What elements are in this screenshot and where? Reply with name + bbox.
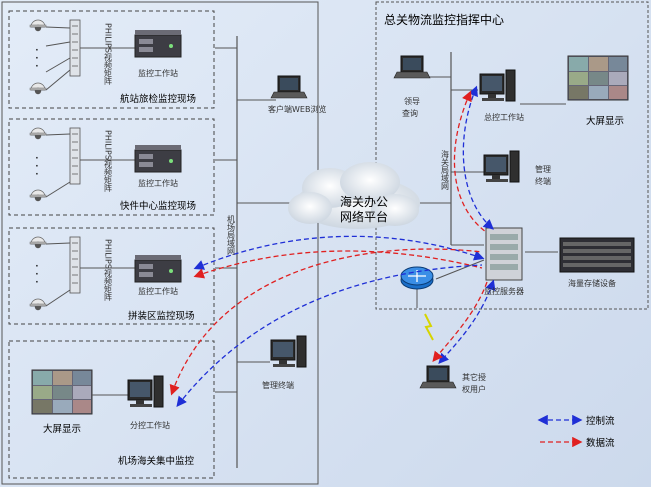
airport-lan-label: 机场局域网 bbox=[227, 214, 236, 256]
big-screen-right bbox=[567, 55, 629, 101]
client-web-label: 客户端WEB浏览 bbox=[268, 104, 326, 114]
monitor-server-icon bbox=[485, 227, 523, 281]
site-frame-2 bbox=[8, 118, 215, 216]
other-users-label-2: 权用户 bbox=[462, 384, 486, 394]
center-title: 总关物流监控指挥中心 bbox=[384, 12, 504, 27]
svg-text:·: · bbox=[35, 259, 39, 273]
client-web-laptop bbox=[270, 75, 308, 99]
mgmt-terminal-right-label-2: 终端 bbox=[535, 176, 551, 186]
svg-text:·: · bbox=[35, 151, 39, 165]
sub-workstation-icon bbox=[127, 375, 164, 408]
leader-label-2: 查询 bbox=[402, 108, 418, 118]
site-3-matrix-label: PHILIPS视频矩阵 bbox=[104, 239, 113, 302]
svg-text:·: · bbox=[35, 59, 39, 73]
other-users-label-1: 其它授 bbox=[462, 372, 486, 382]
legend-data-label: 数据流 bbox=[586, 437, 615, 449]
svg-text:·: · bbox=[35, 43, 39, 57]
leader-label-1: 领导 bbox=[404, 96, 420, 106]
big-screen-left-label: 大屏显示 bbox=[43, 423, 81, 435]
control-flow-main bbox=[462, 85, 494, 230]
svg-text:·: · bbox=[35, 159, 39, 173]
site-2-workstation-label: 监控工作站 bbox=[138, 178, 178, 188]
office-network-cloud bbox=[288, 162, 420, 229]
site-2-title: 快件中心监控现场 bbox=[120, 200, 196, 212]
site-1-workstation-label: 监控工作站 bbox=[138, 68, 178, 78]
cloud-label-1: 海关办公 bbox=[340, 194, 388, 209]
central-monitor-frame bbox=[8, 340, 215, 479]
data-flow-main bbox=[453, 90, 487, 233]
storage-icon bbox=[559, 237, 635, 273]
site-3-workstation-label: 监控工作站 bbox=[138, 286, 178, 296]
main-workstation-label: 总控工作站 bbox=[484, 112, 524, 122]
customs-lan-label: 海关局域网 bbox=[441, 149, 450, 191]
svg-text:·: · bbox=[35, 267, 39, 281]
data-flow-site3 bbox=[193, 250, 483, 279]
router-icon bbox=[400, 266, 434, 290]
svg-text:·: · bbox=[35, 275, 39, 289]
cloud-label-2: 网络平台 bbox=[340, 209, 388, 224]
mgmt-terminal-right-label-1: 管理 bbox=[535, 164, 551, 174]
data-flow-users bbox=[432, 281, 488, 363]
data-flow-central bbox=[169, 248, 483, 396]
storage-label: 海量存储设备 bbox=[568, 278, 616, 288]
site-2: ··· bbox=[29, 127, 182, 202]
central-monitor-title: 机场海关集中监控 bbox=[118, 455, 195, 467]
svg-text:·: · bbox=[35, 51, 39, 65]
site-1-matrix-label: PHILIPS视频矩阵 bbox=[104, 23, 113, 86]
legend-control-label: 控制流 bbox=[586, 415, 615, 427]
site-frame-3 bbox=[8, 227, 215, 325]
left-outer-frame bbox=[1, 1, 319, 485]
wireless-link-icon bbox=[424, 313, 434, 341]
big-screen-right-label: 大屏显示 bbox=[586, 115, 624, 127]
site-frame-1 bbox=[8, 10, 215, 109]
monitor-server-label: 监控服务器 bbox=[484, 286, 524, 296]
site-2-matrix-label: PHILIPS视频矩阵 bbox=[104, 130, 113, 193]
site-3-title: 拼装区监控现场 bbox=[128, 310, 195, 322]
control-flow-site3 bbox=[193, 235, 485, 270]
center-frame bbox=[375, 1, 649, 310]
site-3: ··· bbox=[29, 236, 182, 311]
main-workstation-icon bbox=[479, 69, 516, 102]
other-user-laptop bbox=[419, 365, 457, 389]
mgmt-terminal-left-label: 管理终端 bbox=[262, 380, 294, 390]
control-flow-central bbox=[176, 264, 483, 408]
mgmt-terminal-right-icon bbox=[483, 150, 520, 183]
control-flow-users bbox=[438, 279, 496, 364]
site-1: ··· bbox=[29, 19, 182, 95]
leader-laptop bbox=[393, 55, 431, 79]
mgmt-terminal-left-icon bbox=[270, 335, 307, 368]
site-1-title: 航站旅检监控现场 bbox=[120, 93, 196, 105]
big-screen-left bbox=[31, 369, 93, 415]
svg-text:·: · bbox=[35, 167, 39, 181]
sub-workstation-label: 分控工作站 bbox=[130, 420, 170, 430]
